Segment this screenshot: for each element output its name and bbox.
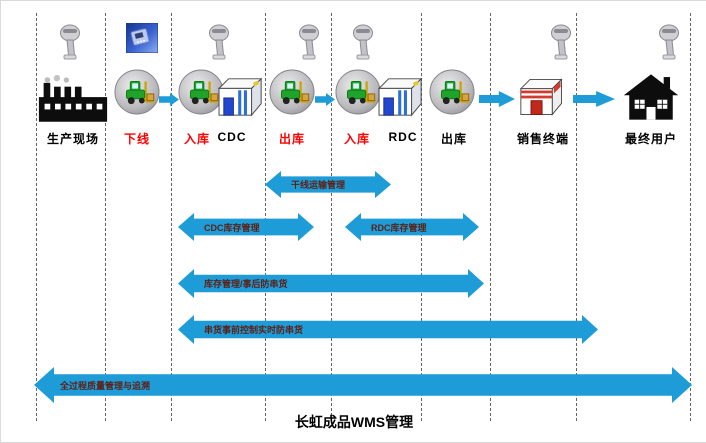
divider-line [265,13,266,421]
barcode-scanner-icon [58,24,82,62]
divider-line [171,13,172,421]
forklift-icon [335,69,381,115]
divider-line [105,13,106,421]
stage-label-end-user: 最终用户 [624,132,677,146]
divider-line [690,13,691,421]
house-icon [622,71,680,123]
stage-label-inbound-cdc: 入库 [183,132,210,146]
forklift-icon [269,69,315,115]
factory-icon [37,73,109,125]
diagram-title: 长虹成品WMS管理 [294,414,414,430]
band-pre-event-control: 串货事前控制实时防串货 [178,315,598,344]
divider-line [36,13,37,421]
barcode-scanner-icon [549,24,573,62]
stage-label-offline: 下线 [123,132,150,146]
barcode-scanner-icon [657,24,681,62]
stage-label-sales-terminal: 销售终端 [516,132,569,146]
divider-line [490,13,491,421]
stage-label-outbound-rdc: 出库 [440,132,467,146]
band-full-process-quality-trace: 全过程质量管理与追溯 [34,367,692,403]
stage-label-rdc: RDC [388,130,418,144]
stage-label-inbound-rdc: 入库 [343,132,370,146]
divider-line [421,13,422,421]
warehouse-icon [377,75,427,119]
divider-line [331,13,332,421]
store-icon [519,75,567,119]
stage-label-production: 生产现场 [46,132,99,146]
forklift-icon [429,69,475,115]
barcode-scanner-icon [207,24,231,62]
flow-arrow-icon [159,93,179,106]
flow-arrow-icon [315,93,335,106]
warehouse-icon [217,75,267,119]
band-rdc-inventory-mgmt: RDC库存管理 [345,213,479,241]
scanner-photo [126,23,158,53]
barcode-scanner-icon [297,24,321,62]
band-cdc-inventory-mgmt: CDC库存管理 [178,213,314,241]
flow-arrow-icon [573,91,615,107]
divider-line [576,13,577,421]
stage-label-outbound-cdc: 出库 [278,132,305,146]
stage-label-cdc: CDC [217,130,247,144]
forklift-icon [178,69,224,115]
band-trunk-transport-mgmt: 干线运输管理 [265,171,391,198]
barcode-scanner-icon [351,24,375,62]
forklift-icon [114,69,160,115]
flow-arrow-icon [479,91,515,107]
